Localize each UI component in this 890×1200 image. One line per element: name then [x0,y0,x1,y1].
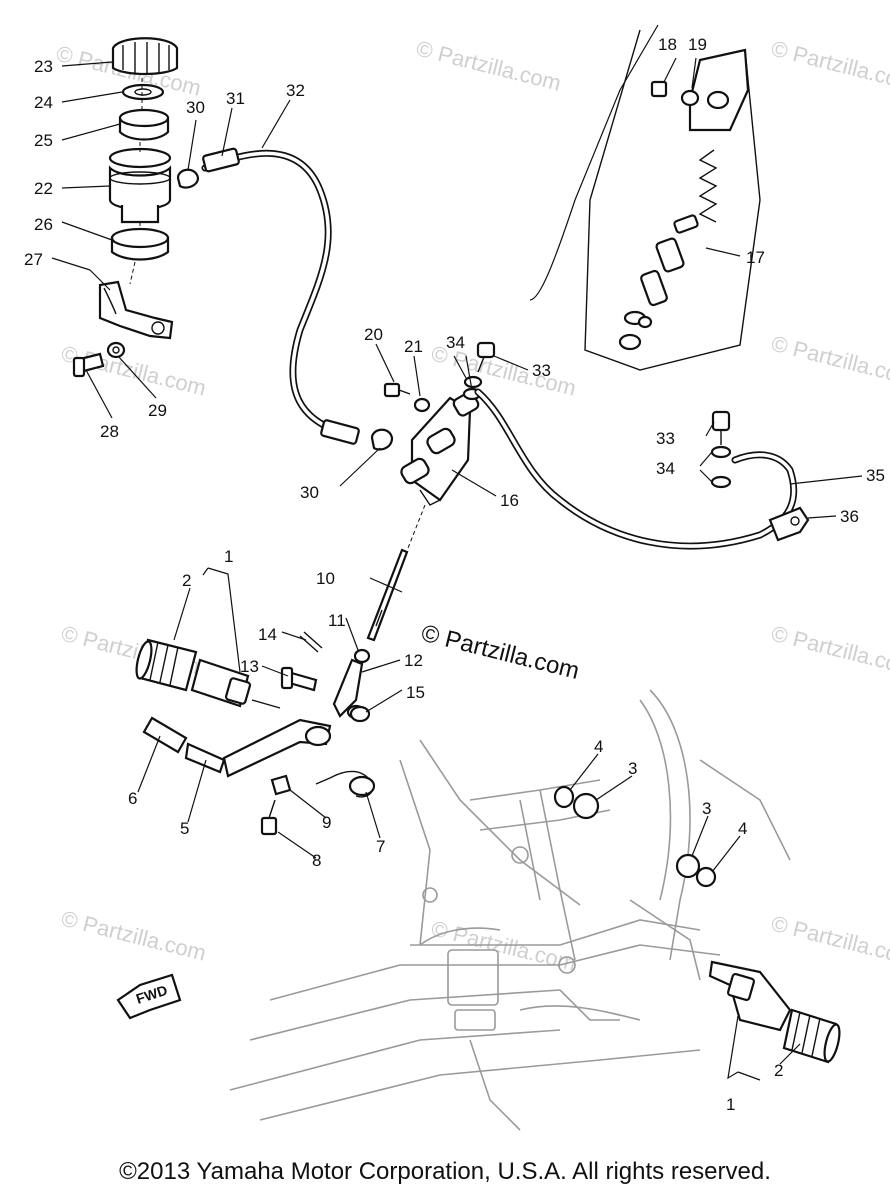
watermark: © Partzilla.com [414,36,564,96]
callout-2-left: 2 [182,571,191,590]
callout-36: 36 [840,507,859,526]
callout-16: 16 [500,491,519,510]
callout-14: 14 [258,625,277,644]
callout-20: 20 [364,325,383,344]
callout-32: 32 [286,81,305,100]
callout-28: 28 [100,422,119,441]
master-cylinder-internals [529,24,761,371]
watermark: © Partzilla.com [769,331,890,391]
callout-3-right: 3 [702,799,711,818]
frame-outline [229,689,791,1131]
callout-19: 19 [688,35,707,54]
callout-24: 24 [34,93,53,112]
watermark: © Partzilla.com [769,36,890,96]
master-cylinder [370,341,496,506]
callout-9: 9 [322,813,331,832]
callout-7: 7 [376,837,385,856]
callout-15: 15 [406,683,425,702]
watermark-main: © Partzilla.com [419,620,582,685]
fwd-arrow: FWD [116,973,182,1020]
callout-34-top: 34 [446,333,465,352]
callout-29: 29 [148,401,167,420]
callout-10: 10 [316,569,335,588]
leader-lines [51,57,863,1081]
callout-11: 11 [328,611,346,630]
callout-5: 5 [180,819,189,838]
callout-4-right: 4 [738,819,747,838]
callout-27: 27 [24,250,43,269]
callout-22: 22 [34,179,53,198]
callout-labels: 23 24 25 22 26 27 28 29 30 31 32 30 20 2… [24,35,885,1114]
callout-18: 18 [658,35,677,54]
callout-6: 6 [128,789,137,808]
callout-26: 26 [34,215,53,234]
callout-1-right: 1 [726,1095,735,1114]
copyright-notice: ©2013 Yamaha Motor Corporation, U.S.A. A… [119,1158,771,1185]
callout-33-top: 33 [532,361,551,380]
callout-2-right: 2 [774,1061,783,1080]
reservoir-assembly [72,37,200,378]
callout-3-left: 3 [628,759,637,778]
callout-25: 25 [34,131,53,150]
callout-12: 12 [404,651,423,670]
callout-21: 21 [404,337,423,356]
callout-4-left: 4 [594,737,603,756]
brake-hose [474,388,810,550]
callout-1-left: 1 [224,547,233,566]
callout-13: 13 [240,657,259,676]
callout-30-bottom: 30 [300,483,319,502]
callout-23: 23 [34,57,53,76]
watermark: © Partzilla.com [769,621,890,681]
push-rod-assembly [280,504,426,720]
watermark: © Partzilla.com [59,906,209,966]
reservoir-hose [201,147,360,445]
callout-17: 17 [746,248,765,267]
watermark: © Partzilla.com [769,911,890,971]
right-footrest [553,785,841,1064]
callout-30-top: 30 [186,98,205,117]
callout-33-right: 33 [656,429,675,448]
callout-34-right: 34 [656,459,675,478]
brake-pedal-assembly [135,638,376,836]
callout-8: 8 [312,851,321,870]
callout-31: 31 [226,89,245,108]
callout-35: 35 [866,466,885,485]
